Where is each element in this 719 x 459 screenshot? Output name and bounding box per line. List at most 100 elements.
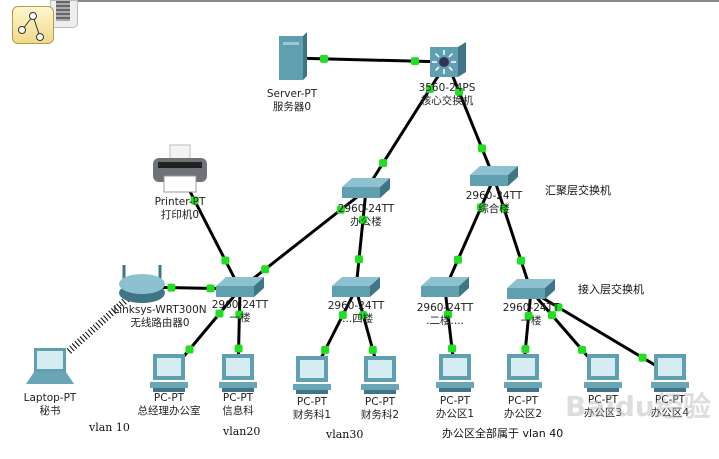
link-dist2-acc4[interactable] [492, 177, 533, 292]
link-dist1-acc2[interactable] [354, 189, 368, 290]
multilayer-switch-icon [430, 42, 466, 77]
link-dist2-acc3[interactable] [443, 177, 496, 290]
port-status-indicator [215, 309, 224, 318]
port-status-indicator [425, 85, 434, 94]
device-model-label: PC-PT [365, 396, 396, 408]
device-pc8[interactable] [651, 354, 689, 392]
port-status-indicator [554, 303, 563, 312]
pc-icon [361, 356, 399, 394]
device-laptop[interactable] [26, 348, 74, 384]
device-core[interactable] [430, 42, 466, 77]
pc-icon [504, 354, 542, 392]
switch-icon [342, 178, 390, 198]
port-status-indicator [190, 196, 199, 205]
port-status-indicator [521, 345, 530, 354]
device-model-label: 2960-24TT [466, 190, 523, 202]
device-pc4[interactable] [361, 356, 399, 394]
link-acc4-pc8[interactable] [530, 289, 671, 376]
device-model-label: 2960-24TT [417, 302, 474, 314]
device-model-label: 3560-24PS [419, 82, 476, 94]
device-name-label: ....四楼 [339, 312, 374, 325]
device-name-label: 办公区3 [584, 406, 622, 419]
port-status-indicator [379, 158, 388, 167]
device-pc6[interactable] [504, 354, 542, 392]
device-name-label: 一楼 [230, 311, 251, 324]
port-status-indicator [524, 311, 533, 320]
device-printer[interactable] [153, 144, 207, 193]
device-name-label: 总经理办公室 [138, 404, 201, 417]
device-label-acc3: 2960-24TT.二楼.... [417, 302, 474, 327]
port-status-indicator [167, 283, 176, 292]
port-status-indicator [221, 256, 230, 265]
vlan40-note: 办公区全部属于 vlan 40 [442, 427, 564, 440]
device-acc4[interactable] [507, 279, 555, 299]
device-pc2[interactable] [219, 354, 257, 392]
device-name-label: 财务科1 [293, 408, 331, 421]
pc-icon [150, 354, 188, 392]
device-server[interactable] [279, 32, 307, 80]
pc-icon [584, 354, 622, 392]
device-model-label: PC-PT [440, 395, 471, 407]
port-status-indicator [261, 265, 270, 274]
device-model-label: 2960-24TT [328, 300, 385, 312]
device-dist1[interactable] [342, 178, 390, 198]
server-icon [279, 32, 307, 80]
device-name-label: 一楼 [521, 314, 542, 327]
link-dist1-acc1[interactable] [239, 188, 367, 291]
device-pc3[interactable] [293, 356, 331, 394]
device-model-label: Linksys-WRT300N [113, 304, 206, 316]
port-status-indicator [578, 345, 587, 354]
device-acc3[interactable] [421, 277, 469, 297]
device-router[interactable] [119, 265, 165, 303]
port-status-indicator [319, 54, 328, 63]
device-name-label: 综合楼 [478, 202, 510, 215]
device-name-label: 办公区1 [436, 407, 474, 420]
device-name-label: 财务科2 [361, 408, 399, 421]
device-acc2[interactable] [332, 277, 380, 297]
link-server-core[interactable] [291, 56, 448, 64]
access-layer-note: 接入层交换机 [578, 283, 644, 296]
watermark: Baidu经验 [565, 390, 711, 423]
port-status-indicator [453, 255, 462, 264]
port-status-indicator [477, 203, 486, 212]
port-status-indicator [336, 205, 345, 214]
port-status-indicator [368, 345, 377, 354]
port-status-indicator [235, 310, 244, 319]
device-pc5[interactable] [436, 354, 474, 392]
port-status-indicator [477, 144, 486, 153]
printer-icon [153, 144, 207, 193]
device-acc1[interactable] [216, 277, 264, 297]
device-model-label: PC-PT [655, 394, 686, 406]
device-model-label: 2960-24TT [338, 203, 395, 215]
port-status-indicator [355, 255, 363, 264]
wireless-router-icon [119, 265, 165, 303]
rack-icon [56, 1, 70, 21]
pc-icon [436, 354, 474, 392]
pc-icon [293, 356, 331, 394]
device-name-label: 打印机0 [161, 208, 199, 221]
device-model-label: 2960-24TT [212, 299, 269, 311]
link-core-dist2[interactable] [445, 61, 496, 179]
logical-view-button[interactable] [12, 6, 54, 44]
port-status-indicator [547, 311, 556, 320]
device-dist2[interactable] [470, 166, 518, 186]
vlan10-note: vlan 10 [89, 421, 130, 434]
port-status-indicator [444, 310, 452, 319]
device-model-label: Laptop-PT [24, 392, 77, 404]
switch-icon [216, 277, 264, 297]
device-model-label: PC-PT [223, 392, 254, 404]
link-core-dist1[interactable] [364, 61, 449, 191]
device-name-label: 信息科 [222, 404, 254, 417]
device-pc7[interactable] [584, 354, 622, 392]
port-status-indicator [359, 311, 368, 320]
port-status-indicator [455, 87, 464, 96]
device-pc1[interactable] [150, 354, 188, 392]
